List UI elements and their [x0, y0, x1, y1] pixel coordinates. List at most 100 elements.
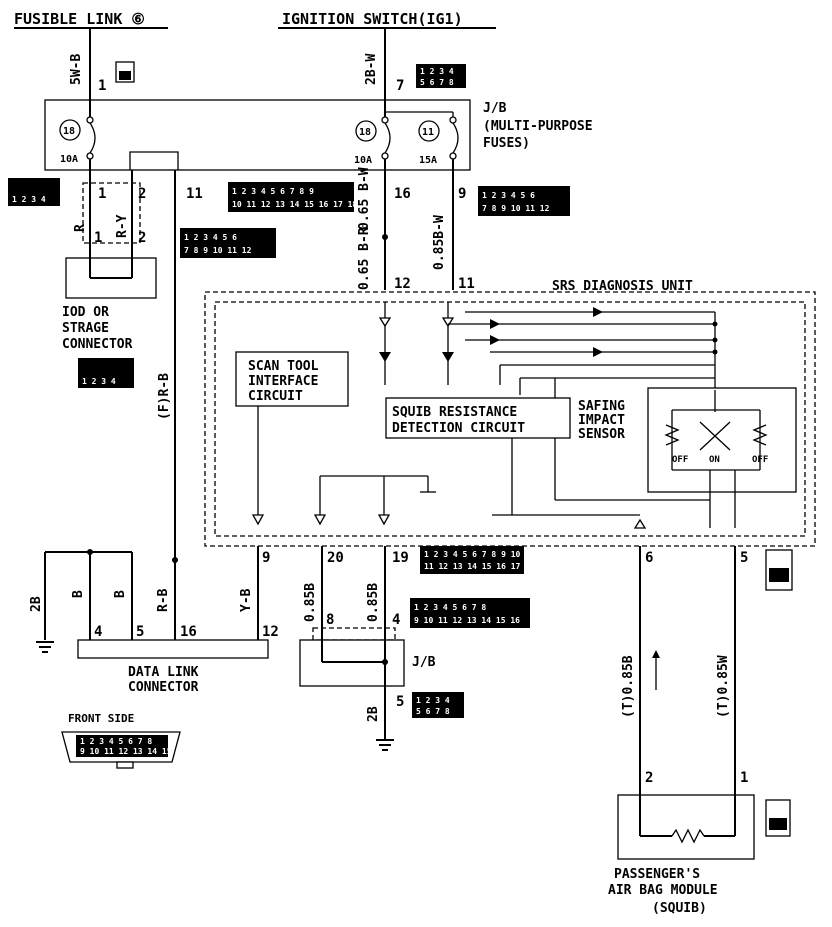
- wire-label-085b-a: 0.85B: [303, 583, 318, 622]
- diode-12: [379, 352, 391, 362]
- connector-icon-ldr: 1 2 3 4: [78, 358, 134, 388]
- pin-11-jb: 11: [186, 186, 203, 202]
- safing-label-1: SAFING: [578, 399, 625, 414]
- connector-icon-srs-6: [765, 549, 793, 591]
- fuse-11-number: 11: [422, 127, 434, 138]
- wire-label-rb: R-B: [156, 588, 171, 612]
- scan-label-1: SCAN TOOL: [248, 359, 319, 374]
- connector-icon-srs-19: 1 2 3 4 5 6 7 8 9 10 11 12 13 14 15 16 1…: [420, 546, 564, 574]
- storage-label-1: IOD OR: [62, 305, 109, 320]
- svg-text:1 2 3 4: 1 2 3 4: [416, 696, 450, 705]
- ignition-switch-label: IGNITION SWITCH(IG1): [282, 10, 463, 28]
- bus-dot-3: [712, 349, 718, 355]
- wire-label-065bw: 0.65 B-W: [357, 167, 372, 230]
- ldr-dashed-box: [82, 182, 141, 244]
- fuse-11: 11 15A: [385, 111, 459, 170]
- storage-label-3: CONNECTOR: [62, 337, 133, 352]
- connector-icon-jb2-8: 1 2 3 4 5 6 7 8 9 10 11 12 13 14 15 16: [410, 598, 530, 628]
- storage-connector-box: [65, 257, 157, 299]
- pin-20-srs: 20: [327, 550, 344, 566]
- wire-label-085bw: 0.85B-W: [432, 215, 447, 270]
- diode-11: [442, 352, 454, 362]
- pin-11-srs: 11: [458, 276, 475, 292]
- svg-text:5 6 7 8: 5 6 7 8: [420, 78, 454, 87]
- pin-1-top: 1: [98, 78, 106, 94]
- fuse-11-amp: 15A: [419, 155, 437, 166]
- diode-c: [593, 347, 603, 357]
- svg-text:11 12 13 14 15 16 17 18 19 20: 11 12 13 14 15 16 17 18 19 20: [424, 562, 564, 571]
- pin-4-jb2: 4: [392, 612, 400, 628]
- pin-16-dlc: 16: [180, 624, 197, 640]
- srs-arrow-12: [378, 317, 392, 328]
- svg-text:1 2 3 4: 1 2 3 4: [420, 67, 454, 76]
- inner-arrow-2: [377, 514, 391, 526]
- bus-dot-1: [712, 321, 718, 327]
- jb-subtitle-1: (MULTI-PURPOSE: [483, 119, 593, 134]
- srs-unit-inner: [214, 301, 806, 537]
- wire-label-2bw: 2B-W: [364, 54, 379, 85]
- wire-label-frb: (F)R-B: [157, 373, 172, 420]
- storage-label-2: STRAGE: [62, 321, 109, 336]
- airbag-label-2: AIR BAG MODULE: [608, 883, 718, 898]
- connector-icon-jb2-5: 1 2 3 4 5 6 7 8: [412, 692, 464, 718]
- jb2-label: J/B: [412, 655, 436, 670]
- srs-unit-label: SRS DIAGNOSIS UNIT: [552, 279, 693, 294]
- connector-icon-top-1: [115, 61, 135, 83]
- wire-label-r: R: [73, 224, 88, 232]
- fuse-18-right: 18 10A: [354, 100, 391, 170]
- front-side-label: FRONT SIDE: [68, 712, 134, 725]
- pin-9-jb: 9: [458, 186, 466, 202]
- wire-label-b1: B: [71, 590, 86, 598]
- wire-label-2b-left: 2B: [29, 596, 44, 612]
- jb2-dashed-box: [312, 627, 396, 641]
- dlc-label-2: CONNECTOR: [128, 680, 199, 695]
- pin-8-jb2: 8: [326, 612, 334, 628]
- safing-sensor-box: [647, 387, 797, 493]
- svg-text:7 8 9 10 11 12: 7 8 9 10 11 12: [184, 246, 252, 255]
- pin-1-ldr: 1: [94, 230, 102, 246]
- svg-text:1 2 3 4 5 6 7 8 9 10: 1 2 3 4 5 6 7 8 9 10: [424, 550, 521, 559]
- wire-label-065br: 0.65 B-R: [357, 227, 372, 290]
- connector-icon-jb-16: 1 2 3 4 5 6 7 8 9 10 11 12 13 14 15 16 1…: [228, 182, 357, 212]
- scan-label-2: INTERFACE: [248, 374, 318, 389]
- wire-label-b2: B: [113, 590, 128, 598]
- pin-1-air: 1: [740, 770, 748, 786]
- fuse-18-right-amp: 10A: [354, 155, 372, 166]
- pin-19-srs: 19: [392, 550, 409, 566]
- fusible-link-label: FUSIBLE LINK ⑥: [14, 10, 145, 28]
- bus-dot-2: [712, 337, 718, 343]
- squib-circuit-box: [385, 397, 571, 439]
- fuse-18-left-amp: 10A: [60, 154, 78, 165]
- jb-title: J/B: [483, 101, 507, 116]
- fuse-18-left: 18 10A: [59, 100, 96, 170]
- pin-5-jb2: 5: [396, 694, 404, 710]
- pin-2-ldr: 2: [138, 230, 146, 246]
- squib-label-1: SQUIB RESISTANCE: [392, 405, 517, 420]
- svg-text:1 2 3 4 5 6: 1 2 3 4 5 6: [184, 233, 237, 242]
- diode-top: [593, 307, 603, 317]
- svg-text:9 10 11 12 13 14 15 16: 9 10 11 12 13 14 15 16: [80, 747, 186, 756]
- pin-6-srs: 6: [645, 550, 653, 566]
- ground-symbol-bottom: [376, 739, 394, 751]
- fuse-18-left-number: 18: [63, 126, 75, 137]
- airbag-label-3: (SQUIB): [652, 901, 707, 916]
- airbag-label-1: PASSENGER'S: [614, 867, 700, 882]
- pin-2-jb: 2: [138, 186, 146, 202]
- svg-text:7 8 9 10 11 12: 7 8 9 10 11 12: [482, 204, 550, 213]
- splice-point: [382, 234, 388, 240]
- resistor-right: [752, 424, 768, 446]
- svg-text:1 2 3 4: 1 2 3 4: [82, 377, 116, 386]
- wire-label-5wb: 5W-B: [69, 54, 84, 85]
- svg-text:10 11 12 13 14 15 16 17 18: 10 11 12 13 14 15 16 17 18: [232, 200, 357, 209]
- connector-icon-dlc-front: 1 2 3 4 5 6 7 8 9 10 11 12 13 14 15 16: [61, 731, 186, 769]
- inner-arrow-1: [313, 514, 327, 526]
- rb-splice: [172, 557, 178, 563]
- pin-12-dlc: 12: [262, 624, 279, 640]
- safing-label-3: SENSOR: [578, 427, 625, 442]
- svg-text:1 2 3 4: 1 2 3 4: [12, 195, 46, 204]
- pin-2-air: 2: [645, 770, 653, 786]
- ground-symbol-left: [36, 641, 54, 653]
- wire-label-t085b: (T)0.85B: [621, 655, 636, 718]
